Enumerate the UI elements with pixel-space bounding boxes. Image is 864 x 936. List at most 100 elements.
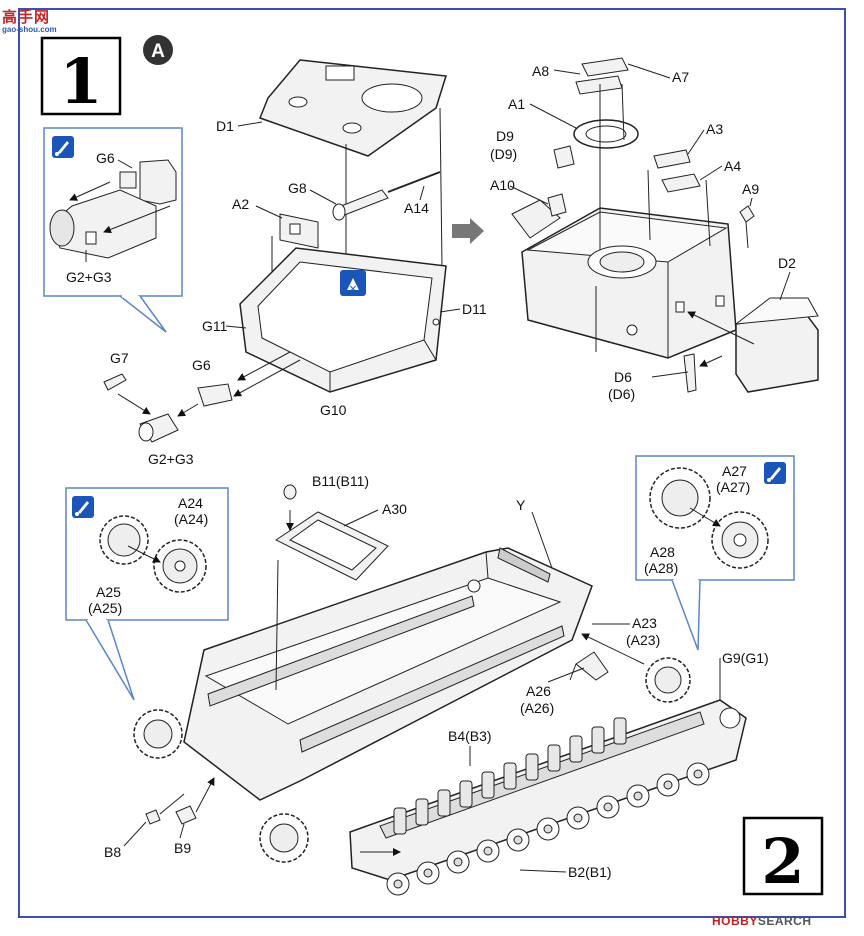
- step-arrow-icon: [452, 218, 484, 244]
- bogie-spring: [437, 789, 451, 817]
- label-a4: A4: [724, 158, 741, 174]
- label-d6: D6: [614, 369, 632, 385]
- bogie-spring: [393, 807, 407, 835]
- bogie-spring: [525, 753, 539, 781]
- bogie-spring-group: [393, 717, 627, 835]
- callout-wheel-right: [635, 455, 795, 651]
- label-d9: D9: [496, 128, 514, 144]
- sprocket-wheels: [133, 510, 691, 863]
- label-d2: D2: [778, 255, 796, 271]
- bogie-spring: [415, 798, 429, 826]
- label-d11: D11: [462, 301, 487, 317]
- road-wheel-hub: [573, 813, 583, 823]
- label-a3: A3: [706, 121, 723, 137]
- watermark-rest: SEARCH: [757, 914, 812, 928]
- bogie-spring: [591, 726, 605, 754]
- label-b11: B11(B11): [312, 473, 369, 489]
- bogie-spring: [569, 735, 583, 763]
- road-wheel-hub: [483, 846, 493, 856]
- section-badge: A: [143, 35, 173, 65]
- label-g2g3: G2+G3: [148, 451, 194, 467]
- road-wheel-hub: [393, 879, 403, 889]
- label-g6: G6: [192, 357, 211, 373]
- callout-gun-detail: [43, 127, 183, 333]
- road-wheel-hub: [423, 868, 433, 878]
- label-g6-detail: G6: [96, 150, 115, 166]
- road-wheel-hub: [603, 802, 613, 812]
- label-a7: A7: [672, 69, 689, 85]
- road-wheel-hub: [663, 780, 673, 790]
- suspension-side: [349, 699, 747, 881]
- bogie-spring: [547, 744, 561, 772]
- road-wheel-hub: [633, 791, 643, 801]
- label-a23-paren: (A23): [626, 632, 660, 648]
- road-wheel-hub: [543, 824, 553, 834]
- label-g7: G7: [110, 350, 129, 366]
- label-a30: A30: [382, 501, 407, 517]
- paint-icon: [52, 136, 74, 158]
- road-wheel-hub: [513, 835, 523, 845]
- label-a8: A8: [532, 63, 549, 79]
- page-frame: [18, 8, 846, 918]
- leader-lines: [117, 63, 791, 873]
- label-a27-paren: (A27): [716, 479, 750, 495]
- label-a23: A23: [632, 615, 657, 631]
- paint-icon: [764, 462, 786, 484]
- bogie-spring: [613, 717, 627, 745]
- label-g8: G8: [288, 180, 307, 196]
- bogie-spring: [481, 771, 495, 799]
- gun-barrel-g8: [332, 171, 441, 221]
- bogie-spring: [459, 780, 473, 808]
- label-a28: A28: [650, 544, 675, 560]
- label-a1: A1: [508, 96, 525, 112]
- label-a28-paren: (A28): [644, 560, 678, 576]
- step-1-box: 1: [40, 36, 122, 118]
- no-glue-icon: ×: [340, 270, 366, 296]
- label-b4: B4(B3): [448, 728, 492, 744]
- turret-parts-a: [547, 57, 819, 393]
- callout-labels: D1 G6 G8 A2 A14 G2+G3 G11 D11 G7 G6 G10 …: [66, 63, 796, 880]
- label-y: Y: [516, 497, 526, 513]
- label-d1: D1: [216, 118, 234, 134]
- label-a24-paren: (A24): [174, 511, 208, 527]
- label-a26-paren: (A26): [520, 700, 554, 716]
- label-a25: A25: [96, 584, 121, 600]
- label-g9: G9(G1): [722, 650, 769, 666]
- assembled-turret: [511, 199, 737, 359]
- label-a9: A9: [742, 181, 759, 197]
- label-b2: B2(B1): [568, 864, 612, 880]
- step-1-number: 1: [59, 45, 102, 118]
- label-a14: A14: [404, 200, 429, 216]
- watermark-bottom: HOBBYSEARCH: [712, 914, 812, 928]
- label-g10: G10: [320, 402, 347, 418]
- road-wheel-group: [386, 762, 710, 896]
- watermark-top-text: 高手网: [2, 9, 51, 26]
- label-b9: B9: [174, 840, 191, 856]
- paint-icon: [72, 496, 94, 518]
- section-badge-letter: A: [151, 41, 165, 62]
- watermark-top-sub: gao-shou.com: [2, 25, 57, 34]
- label-d6-paren: (D6): [608, 386, 635, 402]
- watermark-top: 高手网 gao-shou.com: [2, 6, 57, 34]
- label-d9-paren: (D9): [490, 146, 517, 162]
- bogie-spring: [503, 762, 517, 790]
- label-b8: B8: [104, 844, 121, 860]
- road-wheel-hub: [693, 769, 703, 779]
- label-g11: G11: [202, 318, 228, 334]
- hull-plate-a30: [275, 484, 389, 581]
- watermark-brand: HOBBY: [712, 914, 758, 928]
- callout-wheel-left: [65, 487, 229, 701]
- label-a26: A26: [526, 683, 551, 699]
- label-g2g3-detail: G2+G3: [66, 269, 112, 285]
- label-a2: A2: [232, 196, 249, 212]
- step-2-number: 2: [761, 825, 804, 898]
- turret-basket: [239, 247, 447, 393]
- turret-roof-d1: [259, 59, 447, 157]
- hull-chassis: [183, 547, 593, 801]
- road-wheel-hub: [453, 857, 463, 867]
- step-2-box: 2: [742, 816, 824, 898]
- label-a10: A10: [490, 177, 515, 193]
- label-a27: A27: [722, 463, 747, 479]
- label-a24: A24: [178, 495, 203, 511]
